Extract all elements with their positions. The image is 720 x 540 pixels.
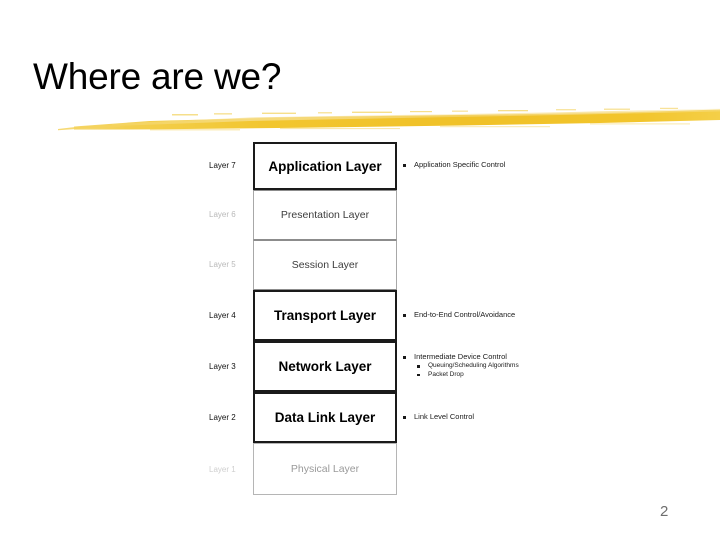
layer-row-transport: Layer 4 Transport Layer End-to-End Contr…	[195, 290, 615, 341]
annotation-item: Application Specific Control	[401, 160, 615, 170]
layer-row-physical: Layer 1 Physical Layer	[195, 443, 615, 495]
annotation-item: Link Level Control	[401, 412, 615, 422]
layer-row-data-link: Layer 2 Data Link Layer Link Level Contr…	[195, 392, 615, 443]
layer-index-label-7: Layer 7	[209, 161, 236, 170]
layer-box-label: Transport Layer	[273, 308, 377, 323]
annotation-text: Intermediate Device Control	[414, 352, 507, 361]
layer-box-data-link[interactable]: Data Link Layer	[253, 392, 397, 443]
annotation-text: Queuing/Scheduling Algorithms	[428, 362, 519, 369]
annotation-subitem: Queuing/Scheduling Algorithms	[401, 362, 615, 371]
layer-box-label: Physical Layer	[290, 463, 360, 475]
layer-row-network: Layer 3 Network Layer Intermediate Devic…	[195, 341, 615, 392]
layer-box-network[interactable]: Network Layer	[253, 341, 397, 392]
layer-index-label-2: Layer 2	[209, 413, 236, 422]
osi-layer-diagram: Layer 7 Application Layer Application Sp…	[195, 140, 615, 500]
layer-box-label: Session Layer	[291, 259, 359, 271]
layer-box-session[interactable]: Session Layer	[253, 240, 397, 290]
layer-box-label: Presentation Layer	[280, 209, 370, 221]
layer-box-label: Application Layer	[268, 158, 382, 174]
annotation-group-application: Application Specific Control	[401, 160, 615, 170]
layer-box-label: Data Link Layer	[274, 410, 376, 425]
page-title: Where are we?	[33, 56, 282, 97]
annotation-text: Application Specific Control	[414, 160, 506, 169]
layer-row-session: Layer 5 Session Layer	[195, 240, 615, 290]
layer-box-transport[interactable]: Transport Layer	[253, 290, 397, 341]
layer-row-presentation: Layer 6 Presentation Layer	[195, 190, 615, 240]
square-bullet-icon	[403, 415, 406, 419]
annotation-text: End-to-End Control/Avoidance	[414, 310, 516, 319]
layer-row-application: Layer 7 Application Layer Application Sp…	[195, 142, 615, 190]
layer-box-presentation[interactable]: Presentation Layer	[253, 190, 397, 240]
annotation-item: End-to-End Control/Avoidance	[401, 310, 615, 320]
layer-box-label: Network Layer	[278, 359, 372, 374]
layer-index-label-1: Layer 1	[209, 465, 236, 474]
annotation-text: Link Level Control	[414, 412, 475, 421]
annotation-item: Intermediate Device Control	[401, 352, 615, 362]
layer-box-application[interactable]: Application Layer	[253, 142, 397, 190]
annotation-group-transport: End-to-End Control/Avoidance	[401, 310, 615, 320]
square-bullet-icon	[403, 355, 406, 359]
square-bullet-icon	[403, 313, 406, 317]
layer-index-label-4: Layer 4	[209, 311, 236, 320]
square-bullet-icon	[417, 365, 420, 368]
annotation-group-data-link: Link Level Control	[401, 412, 615, 422]
layer-index-label-3: Layer 3	[209, 362, 236, 371]
annotation-subitem: Packet Drop	[401, 371, 615, 380]
annotation-group-network: Intermediate Device Control Queuing/Sche…	[401, 352, 615, 379]
page-number: 2	[660, 503, 669, 520]
square-bullet-icon	[417, 373, 420, 376]
square-bullet-icon	[403, 163, 406, 167]
annotation-text: Packet Drop	[428, 370, 464, 378]
layer-index-label-5: Layer 5	[209, 260, 236, 269]
title-underline-brushstroke	[58, 107, 720, 131]
layer-index-label-6: Layer 6	[209, 210, 236, 219]
layer-box-physical[interactable]: Physical Layer	[253, 443, 397, 495]
